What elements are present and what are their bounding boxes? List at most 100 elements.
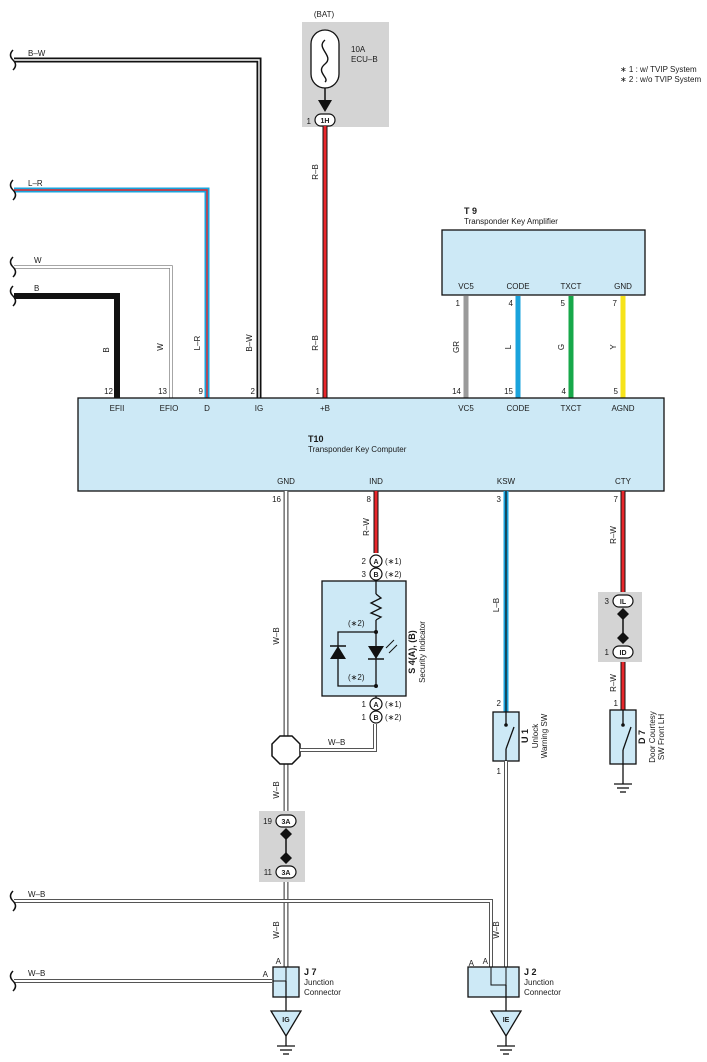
splice-point xyxy=(271,735,301,765)
svg-text:Transponder Key Amplifier: Transponder Key Amplifier xyxy=(464,217,558,226)
svg-text:VC5: VC5 xyxy=(458,282,474,291)
svg-text:IG: IG xyxy=(255,404,263,413)
svg-text:B: B xyxy=(34,284,39,293)
junction-connector-j2 xyxy=(467,966,520,998)
svg-text:Connector: Connector xyxy=(304,988,341,997)
svg-text:A: A xyxy=(373,702,378,709)
wire-lr xyxy=(14,187,210,398)
fuse-pin: 1 xyxy=(307,117,312,126)
connector-il xyxy=(612,594,634,608)
svg-text:Junction: Junction xyxy=(524,978,554,987)
svg-text:B–W: B–W xyxy=(245,334,254,352)
note-2: ∗ 2 : w/o TVIP System xyxy=(620,75,701,84)
svg-text:L–B: L–B xyxy=(492,598,501,612)
svg-text:W–B: W–B xyxy=(28,969,45,978)
transponder-key-amplifier xyxy=(441,229,646,296)
svg-text:L–R: L–R xyxy=(193,335,202,350)
svg-text:1: 1 xyxy=(362,700,367,709)
svg-text:IND: IND xyxy=(369,477,383,486)
led-icon xyxy=(368,646,384,659)
svg-text:R–B: R–B xyxy=(311,164,320,180)
svg-text:1: 1 xyxy=(497,767,502,776)
connector-il-arrows xyxy=(617,608,629,644)
svg-text:+B: +B xyxy=(320,404,330,413)
svg-text:J 2: J 2 xyxy=(524,967,537,977)
svg-text:AGND: AGND xyxy=(611,404,634,413)
svg-text:8: 8 xyxy=(367,495,372,504)
svg-text:2: 2 xyxy=(251,387,256,396)
svg-text:1: 1 xyxy=(605,648,610,657)
svg-text:1: 1 xyxy=(316,387,321,396)
svg-text:SW Front LH: SW Front LH xyxy=(657,714,666,760)
svg-text:5: 5 xyxy=(561,299,566,308)
svg-text:3: 3 xyxy=(362,570,367,579)
svg-text:(∗2): (∗2) xyxy=(385,713,402,722)
transponder-key-computer xyxy=(77,397,665,492)
svg-text:9: 9 xyxy=(199,387,204,396)
svg-text:L: L xyxy=(504,344,513,349)
svg-text:R–B: R–B xyxy=(311,335,320,351)
svg-text:2: 2 xyxy=(362,557,367,566)
svg-text:Warning SW: Warning SW xyxy=(540,713,549,758)
svg-text:G: G xyxy=(557,344,566,350)
svg-text:W–B: W–B xyxy=(28,890,45,899)
svg-text:1: 1 xyxy=(456,299,461,308)
connector-3a-bottom xyxy=(275,865,297,879)
connector-3a-arrows xyxy=(280,828,292,864)
svg-text:IE: IE xyxy=(503,1017,510,1024)
svg-text:IL: IL xyxy=(620,599,627,606)
svg-text:3: 3 xyxy=(605,597,610,606)
switch-contact-icon xyxy=(505,726,515,750)
svg-text:Door Courtesy: Door Courtesy xyxy=(648,711,657,763)
fuse-element xyxy=(320,39,329,83)
svg-text:12: 12 xyxy=(104,387,113,396)
svg-text:ID: ID xyxy=(620,650,627,657)
svg-text:EFII: EFII xyxy=(110,404,125,413)
svg-text:VC5: VC5 xyxy=(458,404,474,413)
svg-text:U 1: U 1 xyxy=(520,729,530,743)
note-1: ∗ 1 : w/ TVIP System xyxy=(620,65,697,74)
svg-text:T10: T10 xyxy=(308,434,324,444)
svg-text:5: 5 xyxy=(614,387,619,396)
svg-text:15: 15 xyxy=(504,387,513,396)
wire-bw xyxy=(14,57,262,398)
svg-text:EFIO: EFIO xyxy=(160,404,179,413)
resistor-icon xyxy=(369,593,383,621)
connector-b-bottom xyxy=(369,710,383,724)
ground-point-ie xyxy=(489,1010,523,1038)
svg-text:B–W: B–W xyxy=(28,49,46,58)
fuse-rating: 10A xyxy=(351,45,366,54)
svg-text:IG: IG xyxy=(282,1017,290,1024)
wire-wb-left1 xyxy=(14,899,493,975)
svg-text:(∗2): (∗2) xyxy=(348,673,365,682)
svg-text:(∗2): (∗2) xyxy=(348,619,365,628)
svg-text:W–B: W–B xyxy=(328,738,345,747)
svg-text:16: 16 xyxy=(272,495,281,504)
svg-text:19: 19 xyxy=(263,817,272,826)
svg-text:CODE: CODE xyxy=(506,404,529,413)
svg-text:B: B xyxy=(373,715,378,722)
svg-text:GR: GR xyxy=(452,341,461,353)
svg-text:T 9: T 9 xyxy=(464,206,477,216)
svg-text:(∗1): (∗1) xyxy=(385,557,402,566)
connector-1h-label: 1H xyxy=(321,118,330,125)
svg-text:A: A xyxy=(469,959,475,968)
svg-text:A: A xyxy=(263,970,269,979)
svg-text:KSW: KSW xyxy=(497,477,516,486)
svg-text:7: 7 xyxy=(613,299,618,308)
svg-text:W–B: W–B xyxy=(272,921,281,938)
fuse-body xyxy=(310,29,340,89)
svg-text:Junction: Junction xyxy=(304,978,334,987)
svg-text:B: B xyxy=(102,347,111,352)
svg-text:S 4(A), (B): S 4(A), (B) xyxy=(407,630,417,674)
svg-text:Security Indicator: Security Indicator xyxy=(418,621,427,683)
svg-text:TXCT: TXCT xyxy=(561,282,582,291)
svg-text:D: D xyxy=(204,404,210,413)
svg-text:Connector: Connector xyxy=(524,988,561,997)
svg-text:GND: GND xyxy=(614,282,632,291)
svg-text:(∗2): (∗2) xyxy=(385,570,402,579)
connector-a-top xyxy=(369,554,383,568)
door-switch-contact-icon xyxy=(622,726,632,751)
svg-text:A: A xyxy=(483,957,489,966)
svg-text:R–W: R–W xyxy=(362,518,371,536)
